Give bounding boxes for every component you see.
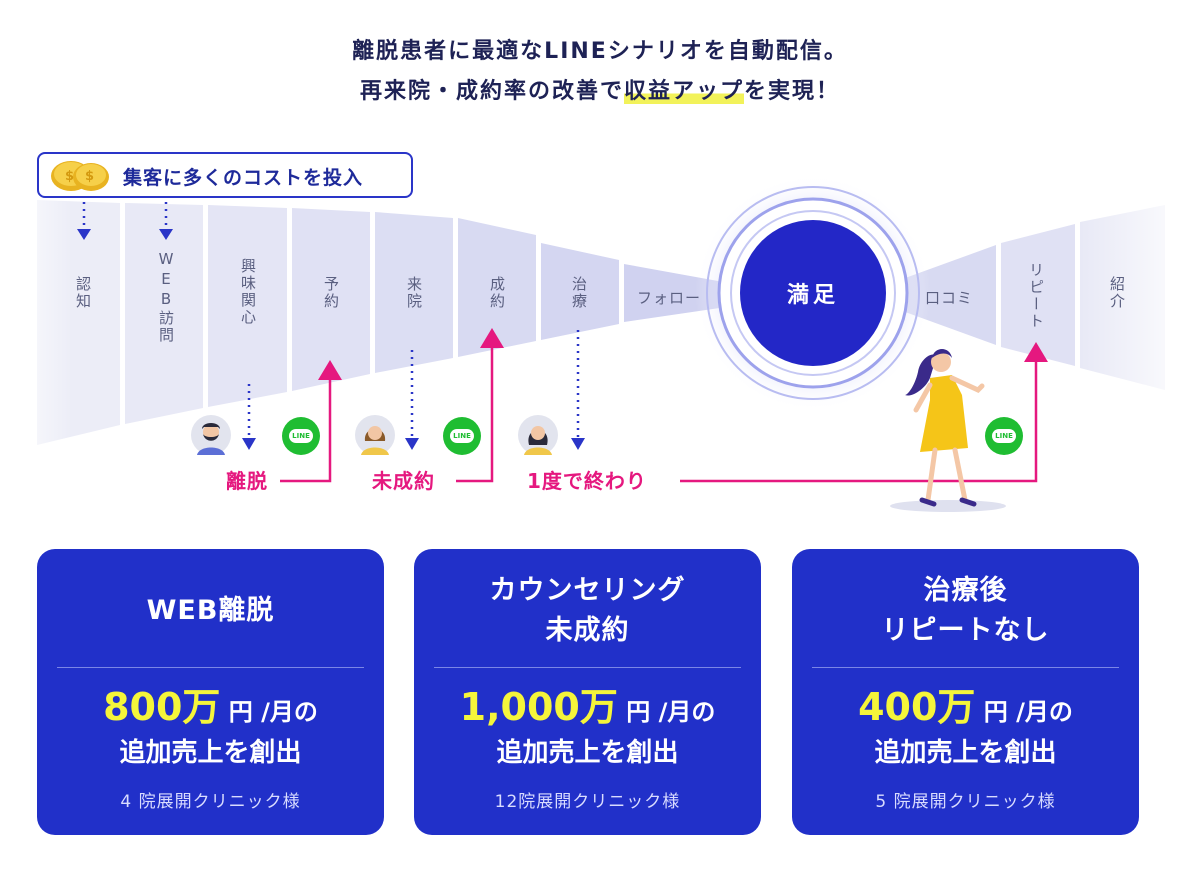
headline-highlight: 収益アップ	[623, 79, 744, 104]
avatar-woman-2	[518, 415, 558, 455]
return-lines	[280, 346, 1038, 483]
svg-text:$: $	[65, 169, 74, 184]
card-note: 12院展開クリニック様	[494, 792, 681, 812]
line-app-icon: LINE	[985, 417, 1023, 455]
woman-icon	[361, 426, 389, 455]
arrowheads-pink	[318, 328, 1048, 380]
card-amount-value: 1,000万	[459, 685, 618, 729]
result-card-no-repeat: 治療後 リピートなし 400万 円 /月の 追加売上を創出 5 院展開クリニック…	[792, 549, 1139, 835]
result-card-counseling: カウンセリング 未成約 1,000万 円 /月の 追加売上を創出 12院展開クリ…	[414, 549, 761, 835]
stage-satisfaction: 満足	[740, 220, 886, 366]
cost-badge-label: 集客に多くのコストを投入	[123, 167, 364, 189]
headline-line2-before: 再来院・成約率の改善で	[359, 79, 624, 104]
satisfy-ring-inner	[730, 210, 896, 376]
stage-interest: 興味関心	[239, 258, 257, 326]
satisfy-ring-outer	[706, 186, 920, 400]
avatar-woman-1	[355, 415, 395, 455]
man-icon	[197, 423, 225, 455]
woman-illustration	[890, 349, 1006, 512]
result-card-web-dropout: WEB離脱 800万 円 /月の 追加売上を創出 4 院展開クリニック様	[37, 549, 384, 835]
card-subtitle: 追加売上を創出	[496, 738, 679, 768]
stage-treatment: 治療	[570, 276, 588, 310]
card-amount-unit: 円 /月の	[626, 698, 716, 726]
card-amount-unit: 円 /月の	[228, 698, 318, 726]
headline-line1: 離脱患者に最適なLINEシナリオを自動配信。	[352, 39, 848, 64]
woman-icon	[524, 426, 552, 455]
label-not-contracted: 未成約	[372, 469, 435, 493]
card-title-line2: 未成約	[545, 615, 630, 646]
coins-icon: $ $	[51, 161, 109, 191]
card-divider	[812, 667, 1119, 668]
stage-visit: 来院	[405, 276, 423, 310]
headline: 離脱患者に最適なLINEシナリオを自動配信。 再来院・成約率の改善で収益アップを…	[0, 32, 1200, 112]
card-title-line1: 治療後	[923, 575, 1008, 606]
card-subtitle: 追加売上を創出	[874, 738, 1057, 768]
stage-repeat: リピート	[1027, 262, 1045, 330]
stage-review: 口コミ	[925, 289, 974, 307]
card-subtitle: 追加売上を創出	[119, 738, 302, 768]
card-amount-value: 800万	[103, 685, 221, 729]
card-amount: 1,000万 円 /月の	[414, 687, 761, 732]
line-app-icon: LINE	[443, 417, 481, 455]
line-app-icon: LINE	[282, 417, 320, 455]
card-amount: 800万 円 /月の	[37, 687, 384, 732]
headline-line2: 再来院・成約率の改善で収益アップを実現！	[0, 72, 1200, 112]
stage-reservation: 予約	[322, 276, 340, 310]
card-divider	[434, 667, 741, 668]
dotted-arrows	[82, 202, 580, 437]
card-title-line1: カウンセリング	[489, 575, 686, 606]
label-dropout: 離脱	[226, 469, 268, 493]
stage-referral: 紹介	[1108, 276, 1126, 310]
card-amount-value: 400万	[858, 685, 976, 729]
stage-follow: フォロー	[637, 289, 702, 307]
card-note: 4 院展開クリニック様	[120, 792, 301, 812]
card-note: 5 院展開クリニック様	[875, 792, 1056, 812]
card-amount: 400万 円 /月の	[792, 687, 1139, 732]
card-amount-unit: 円 /月の	[983, 698, 1073, 726]
stage-contract: 成約	[488, 276, 506, 310]
stage-awareness: 認知	[74, 276, 92, 310]
arrowheads-blue	[77, 229, 585, 450]
cost-badge: $ $ 集客に多くのコストを投入	[37, 152, 413, 198]
svg-text:$: $	[85, 169, 94, 184]
stage-web-visit: WEB訪問	[157, 250, 175, 344]
card-title: WEB離脱	[146, 595, 275, 626]
avatar-man	[191, 415, 231, 455]
card-title-line2: リピートなし	[881, 615, 1050, 646]
label-one-time-only: 1度で終わり	[527, 469, 647, 493]
funnel-diagram	[0, 175, 1200, 512]
headline-line2-after: を実現！	[744, 79, 841, 104]
card-divider	[57, 667, 364, 668]
